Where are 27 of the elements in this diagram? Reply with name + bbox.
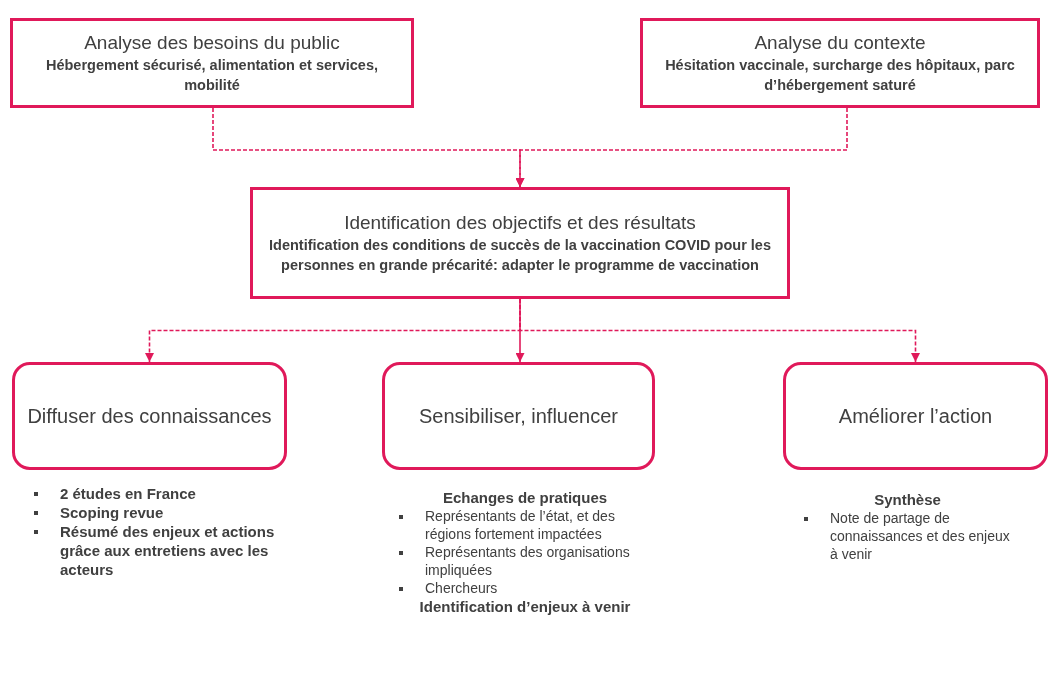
section-heading: Synthèse <box>873 490 942 509</box>
bullet-item: Scoping revue <box>30 503 290 522</box>
bullet-item: 2 études en France <box>30 484 290 503</box>
bullet-item: Représentants des organisations impliquées <box>395 543 655 579</box>
process-box <box>10 18 414 108</box>
section-heading: Identification d’enjeux à venir <box>418 597 632 616</box>
arrow <box>519 298 920 363</box>
section-heading: Echanges de pratiques <box>441 488 609 507</box>
process-box <box>250 187 790 299</box>
bullet-item: Résumé des enjeux et actions grâce aux entretiens avec les acteurs <box>30 522 290 579</box>
box-description: Hésitation vaccinale, surcharge des hôpitaux, parc d’hébergement saturé <box>664 56 1016 95</box>
box-heading: Améliorer l’action <box>838 403 993 429</box>
bullet-item: Note de partage de connaissances et des enjeux à venir <box>800 509 1015 563</box>
rounded-box <box>783 362 1048 470</box>
bullet-item: Représentants de l’état, et des régions fortement impactées <box>395 507 655 543</box>
box-heading: Identification des objectifs et des résultats <box>344 211 696 234</box>
box-description: Identification des conditions de succès de la vaccination COVID pour les personnes en grande précarité: adapter le programme de vaccination <box>268 236 772 275</box>
rounded-box <box>12 362 287 470</box>
box-heading: Analyse des besoins du public <box>84 31 340 54</box>
box-heading: Diffuser des connaissances <box>27 403 272 429</box>
box-heading: Analyse du contexte <box>754 31 926 54</box>
process-box <box>640 18 1040 108</box>
rounded-box <box>382 362 655 470</box>
bullet-item: Chercheurs <box>395 579 655 597</box>
box-heading: Sensibiliser, influencer <box>419 403 618 429</box>
box-description: Hébergement sécurisé, alimentation et services, mobilité <box>44 56 379 95</box>
arrow <box>515 107 848 188</box>
